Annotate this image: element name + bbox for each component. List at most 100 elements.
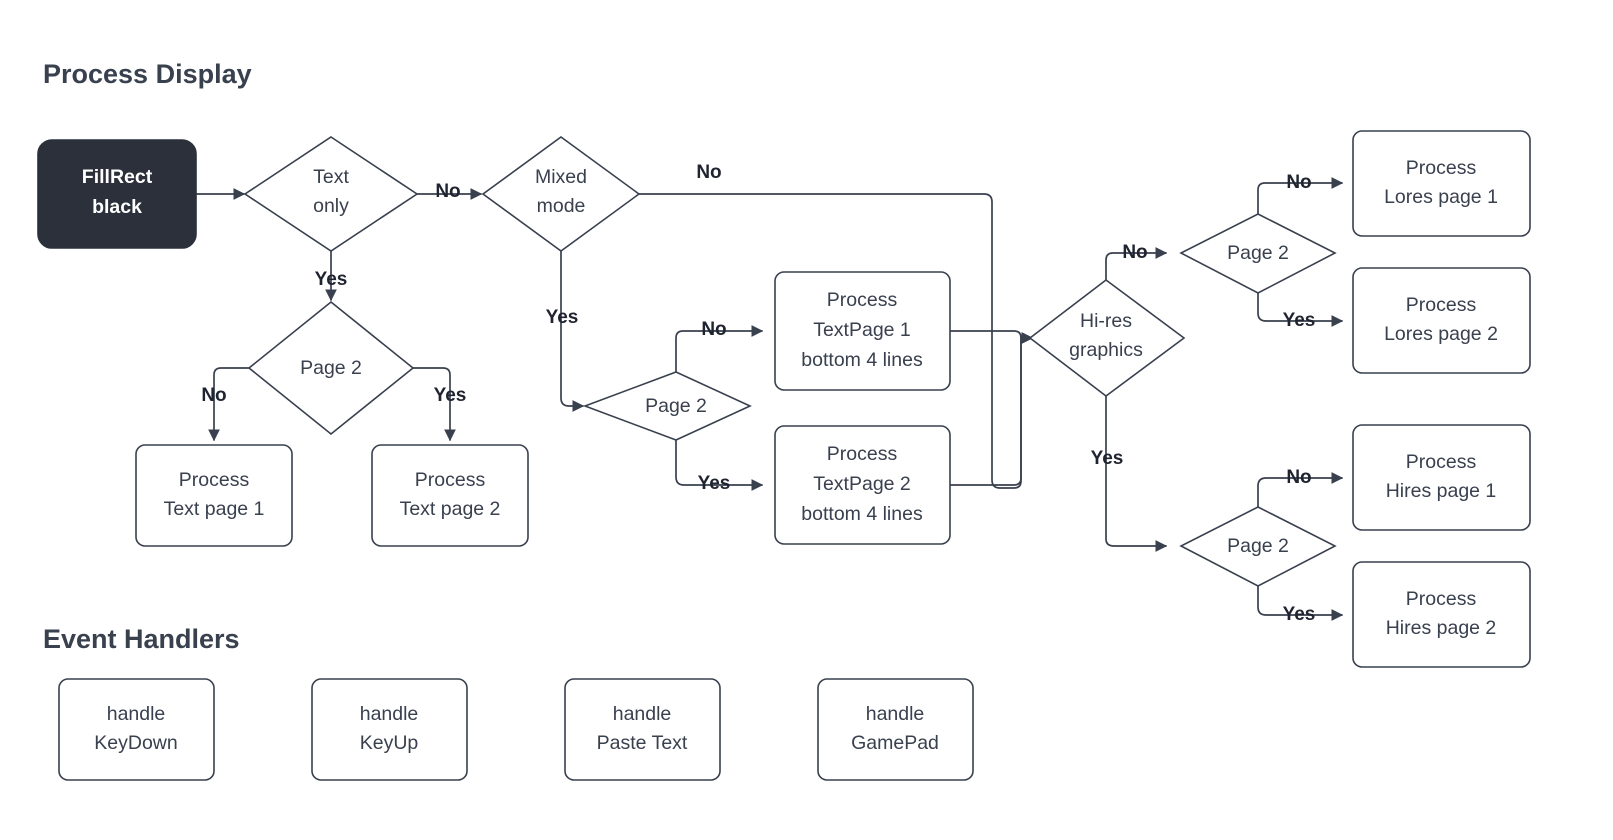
node-page2-hires[interactable]: Page 2 (1179, 506, 1337, 587)
node-handler-gamepad-shape (817, 678, 974, 781)
edge-hires-yes (1105, 395, 1168, 552)
node-text-only[interactable]: Text only (243, 136, 419, 252)
node-text-only-shape (243, 136, 419, 252)
edge-label-hires-no: No (1122, 242, 1147, 263)
edge-page2-mixed-yes (675, 436, 764, 491)
node-process-textpage-2-line1: Process (827, 443, 898, 465)
edge-label-page2-hires-no: No (1286, 467, 1311, 488)
edge-label-mixed-mode-no: No (696, 162, 721, 183)
node-handler-gamepad-line1: handle (866, 703, 925, 725)
node-handler-keyup-line2: KeyUp (360, 732, 419, 754)
edge-label-text-only-yes: Yes (315, 269, 348, 290)
node-handler-keydown-shape (58, 678, 215, 781)
edge-page2-hires-yes (1257, 584, 1344, 621)
node-process-lores-page-1-line1: Process (1406, 157, 1477, 179)
node-process-hires-page-2-shape (1352, 561, 1531, 668)
edge-page2-text-no (208, 367, 251, 442)
node-process-lores-page-1[interactable]: Process Lores page 1 (1352, 130, 1531, 237)
node-process-hires-page-1-shape (1352, 424, 1531, 531)
node-mixed-mode-line1: Mixed (535, 166, 587, 188)
node-process-text-page-1-line2: Text page 1 (164, 498, 265, 520)
node-page2-text-shape (247, 300, 415, 436)
edge-textpage1-to-hires (949, 330, 1034, 344)
node-process-lores-page-1-shape (1352, 130, 1531, 237)
node-page2-hires-label: Page 2 (1227, 535, 1289, 557)
node-hires-graphics-line2: graphics (1069, 339, 1143, 361)
node-fillrect-black-line1: FillRect (82, 166, 153, 188)
node-handler-keyup-line1: handle (360, 703, 419, 725)
node-mixed-mode[interactable]: Mixed mode (481, 136, 641, 252)
node-process-textpage-1-shape (774, 271, 951, 391)
node-page2-lores-label: Page 2 (1227, 242, 1289, 264)
edge-label-page2-lores-yes: Yes (1283, 310, 1316, 331)
node-handler-keyup-shape (311, 678, 468, 781)
node-process-lores-page-2[interactable]: Process Lores page 2 (1352, 267, 1531, 374)
edge-mixed-mode-no (638, 193, 1034, 489)
node-handler-paste-text[interactable]: handle Paste Text (564, 678, 721, 781)
edge-label-page2-hires-yes: Yes (1283, 604, 1316, 625)
node-handler-keyup[interactable]: handle KeyUp (311, 678, 468, 781)
node-page2-lores[interactable]: Page 2 (1179, 213, 1337, 294)
node-process-lores-page-2-line2: Lores page 2 (1384, 323, 1498, 345)
edge-label-page2-text-no: No (201, 385, 226, 406)
node-process-textpage-1-line1: Process (827, 289, 898, 311)
node-process-lores-page-2-line1: Process (1406, 294, 1477, 316)
node-process-textpage-1[interactable]: Process TextPage 1 bottom 4 lines (774, 271, 951, 391)
node-page2-lores-shape (1179, 213, 1337, 294)
node-process-text-page-1-line1: Process (179, 469, 250, 491)
node-process-hires-page-1-line2: Hires page 1 (1386, 480, 1497, 502)
node-page2-text[interactable]: Page 2 (247, 300, 415, 436)
node-handler-paste-text-shape (564, 678, 721, 781)
node-mixed-mode-shape (481, 136, 641, 252)
node-process-lores-page-2-shape (1352, 267, 1531, 374)
node-page2-mixed[interactable]: Page 2 (582, 371, 752, 441)
node-handler-gamepad-line2: GamePad (851, 732, 939, 754)
node-process-hires-page-2[interactable]: Process Hires page 2 (1352, 561, 1531, 668)
node-handler-gamepad[interactable]: handle GamePad (817, 678, 974, 781)
node-process-hires-page-2-line1: Process (1406, 588, 1477, 610)
node-text-only-line1: Text (313, 166, 349, 188)
edge-label-hires-yes: Yes (1091, 448, 1124, 469)
node-process-text-page-2-line1: Process (415, 469, 486, 491)
node-handler-keydown-line1: handle (107, 703, 166, 725)
edge-textpage2-to-hires (949, 337, 1022, 486)
edge-hires-no (1105, 247, 1168, 282)
edge-page2-hires-no (1257, 472, 1344, 509)
edge-label-page2-mixed-yes: Yes (698, 473, 731, 494)
node-process-lores-page-1-line2: Lores page 1 (1384, 186, 1498, 208)
node-process-text-page-1[interactable]: Process Text page 1 (135, 444, 293, 547)
node-page2-mixed-shape (582, 371, 752, 441)
edge-page2-text-yes (411, 367, 456, 442)
edge-label-mixed-mode-yes: Yes (546, 307, 579, 328)
edge-label-page2-text-yes: Yes (434, 385, 467, 406)
edge-label-text-only-no: No (435, 181, 460, 202)
node-process-textpage-1-line3: bottom 4 lines (801, 349, 923, 371)
section-title-event-handlers: Event Handlers (43, 624, 240, 654)
edge-label-page2-lores-no: No (1286, 172, 1311, 193)
edge-page2-mixed-no (675, 325, 764, 376)
node-fillrect-black-shape (37, 139, 197, 249)
node-handler-paste-text-line2: Paste Text (597, 732, 688, 754)
node-process-textpage-2-line3: bottom 4 lines (801, 503, 923, 525)
node-handler-paste-text-line1: handle (613, 703, 672, 725)
node-process-textpage-2-line2: TextPage 2 (813, 473, 911, 495)
node-process-textpage-1-line2: TextPage 1 (813, 319, 911, 341)
node-handler-keydown-line2: KeyDown (94, 732, 177, 754)
node-process-textpage-2[interactable]: Process TextPage 2 bottom 4 lines (774, 425, 951, 545)
node-handler-keydown[interactable]: handle KeyDown (58, 678, 215, 781)
node-fillrect-black[interactable]: FillRect black (37, 139, 197, 249)
node-process-hires-page-1[interactable]: Process Hires page 1 (1352, 424, 1531, 531)
node-process-textpage-2-shape (774, 425, 951, 545)
node-hires-graphics-shape (1028, 278, 1186, 398)
node-text-only-line2: only (313, 195, 349, 217)
node-page2-text-label: Page 2 (300, 357, 362, 379)
node-process-text-page-2[interactable]: Process Text page 2 (371, 444, 529, 547)
node-page2-hires-shape (1179, 506, 1337, 587)
node-page2-mixed-label: Page 2 (645, 395, 707, 417)
node-process-hires-page-2-line2: Hires page 2 (1386, 617, 1497, 639)
section-title-process-display: Process Display (43, 59, 252, 89)
node-process-text-page-2-line2: Text page 2 (400, 498, 501, 520)
node-hires-graphics[interactable]: Hi-res graphics (1028, 278, 1186, 398)
